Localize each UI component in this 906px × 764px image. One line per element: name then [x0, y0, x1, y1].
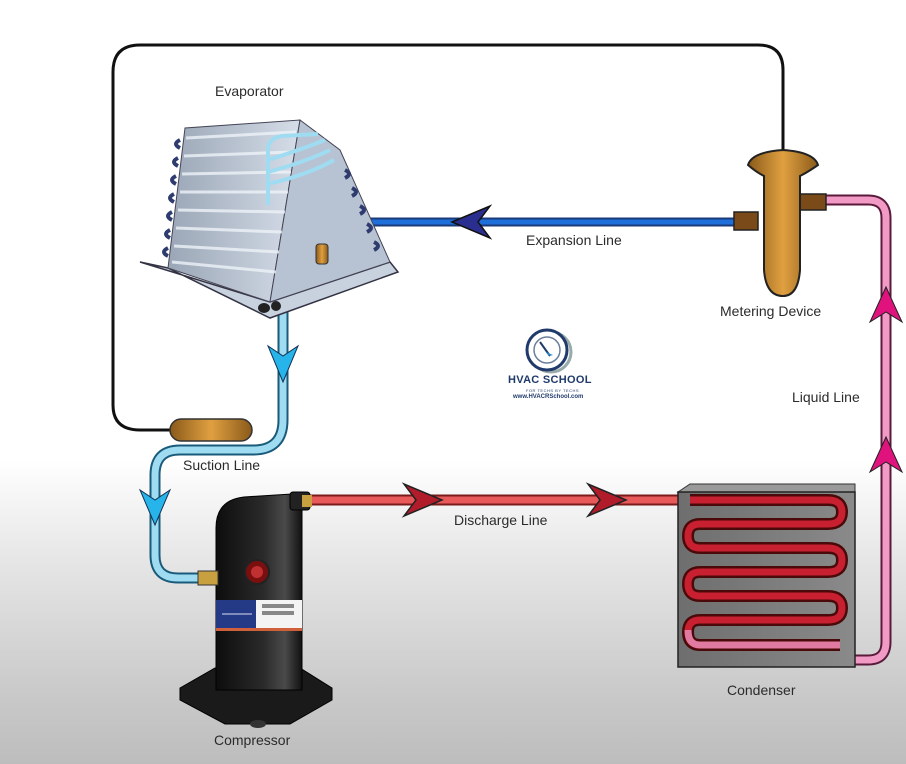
liquid-flow-arrow [868, 285, 904, 324]
liquid-line-label: Liquid Line [792, 389, 860, 405]
discharge-line-label: Discharge Line [454, 512, 548, 528]
compressor [179, 491, 333, 728]
metering-device-label: Metering Device [720, 303, 822, 319]
expansion-line-label: Expansion Line [526, 232, 622, 248]
compressor-label: Compressor [214, 732, 291, 748]
discharge-flow-arrow [585, 482, 628, 518]
sensing-bulb-capillary [111, 43, 785, 432]
liquid-flow-arrow [868, 435, 904, 474]
logo-tagline: FOR TECHS BY TECHS [526, 388, 580, 393]
condenser [676, 483, 856, 668]
hvac-school-logo-icon [525, 328, 573, 374]
suction-line-label: Suction Line [183, 457, 261, 473]
expansion-flow-arrow [450, 204, 493, 240]
condenser-label: Condenser [727, 682, 796, 698]
liquid-line [820, 194, 892, 666]
logo-url: www.HVACRSchool.com [513, 394, 584, 400]
sensing-bulb [169, 418, 253, 442]
evaporator-coil [139, 119, 400, 319]
suction-flow-arrow [266, 344, 300, 384]
metering-device [733, 148, 827, 298]
suction-line [149, 205, 289, 584]
logo-name: HVAC SCHOOL [508, 374, 592, 386]
suction-flow-arrow [138, 488, 172, 527]
evaporator-label: Evaporator [215, 83, 284, 99]
discharge-flow-arrow [401, 482, 444, 518]
